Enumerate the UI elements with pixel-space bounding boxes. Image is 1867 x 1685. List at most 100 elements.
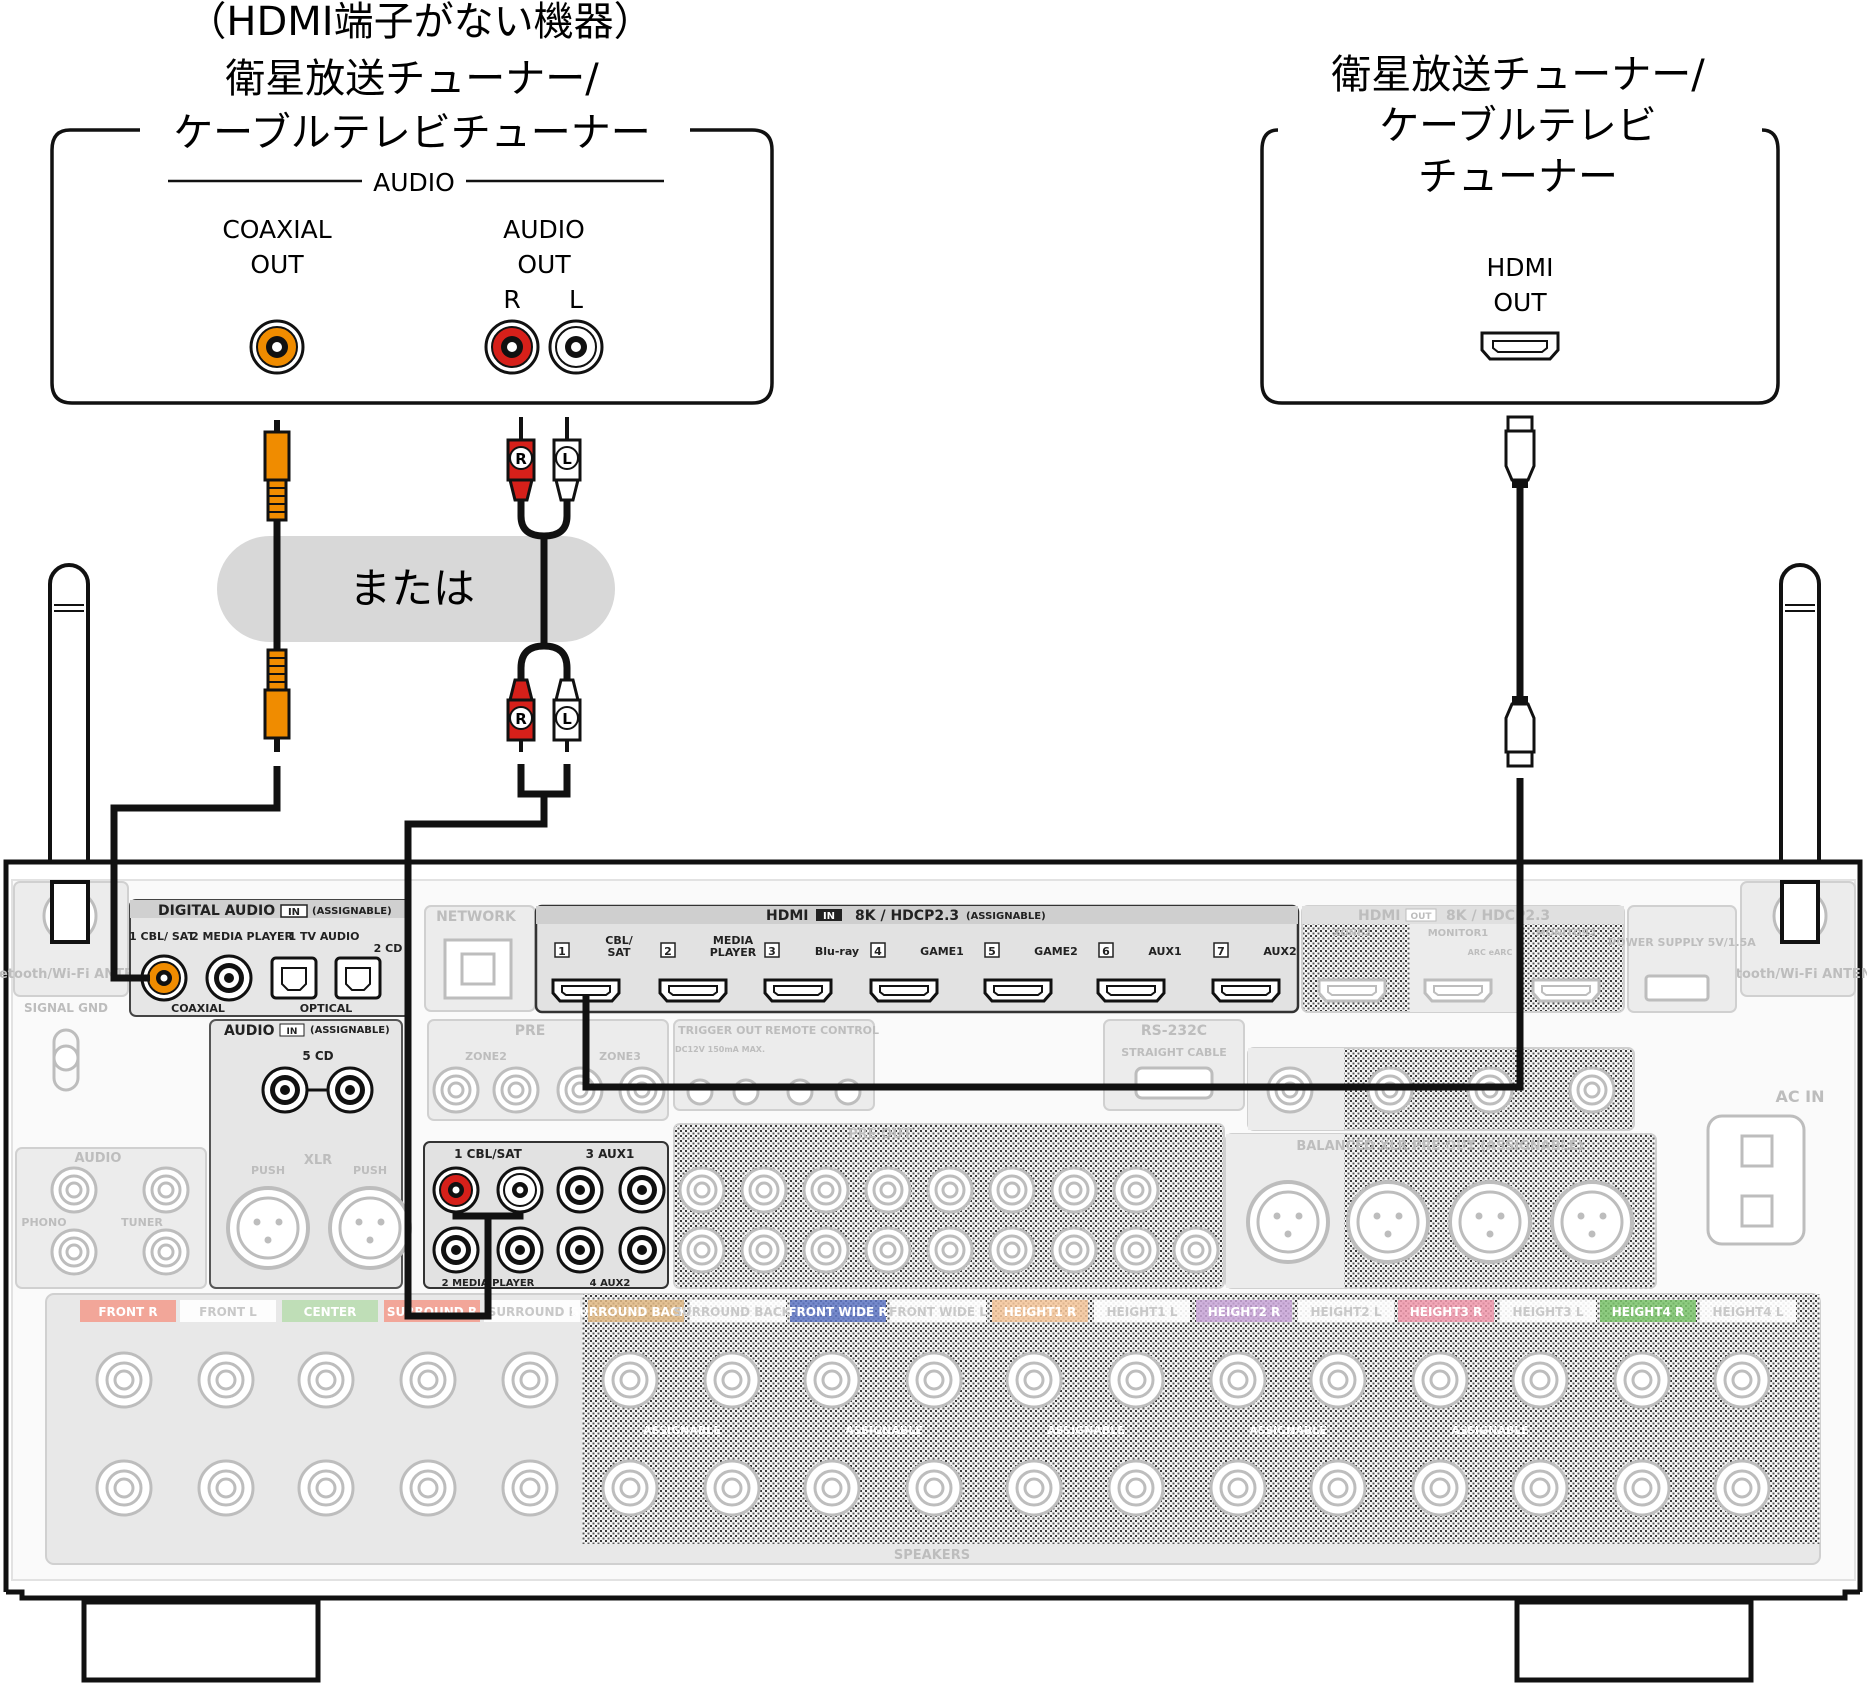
hdmi-out-panel: HDMI OUT 8K / HDCP2.3 ZONE2 MONITOR1 MON… [1301, 905, 1625, 1013]
audio-out-label-1: AUDIO [503, 215, 585, 244]
speaker-label: HEIGHT4 L [1713, 1305, 1784, 1319]
svg-text:R: R [515, 450, 527, 468]
pre-out-jack [1050, 1166, 1098, 1214]
speaker-label: FRONT R [98, 1305, 157, 1319]
speaker-terminal-minus [1713, 1459, 1771, 1517]
svg-text:PUSH: PUSH [353, 1164, 387, 1177]
audio-out-label-2: OUT [517, 250, 571, 279]
right-source-device: 衛星放送チューナー/ ケーブルテレビ チューナー HDMI OUT [1260, 52, 1780, 405]
hdmi-in-label: 6 [1102, 945, 1110, 958]
coaxial-out-label-1: COAXIAL [222, 215, 331, 244]
pre-out-jack [802, 1226, 850, 1274]
speaker-label-bg [790, 1300, 886, 1322]
speaker-label: HEIGHT1 L [1107, 1305, 1178, 1319]
network-port: NETWORK [424, 905, 536, 1012]
trigger-remote-panel: TRIGGER OUT DC12V 150mA MAX. REMOTE CONT… [673, 1019, 879, 1111]
hdmi-in-label: Blu-ray [815, 945, 859, 958]
speaker-terminal-plus [1411, 1351, 1469, 1409]
svg-text:1 TV AUDIO: 1 TV AUDIO [288, 930, 359, 943]
analog-rca-cable: R L R L [404, 417, 582, 1320]
audio-in-3-aux1-r-jack [556, 1166, 604, 1214]
digital-coaxial-2-media-player-jack [205, 954, 253, 1002]
svg-text:SPEAKERS: SPEAKERS [894, 1548, 970, 1563]
speaker-label-bg [1196, 1300, 1292, 1322]
audio-in-5-cd-l-jack [326, 1066, 374, 1114]
speaker-terminal-plus [703, 1351, 761, 1409]
hdmi-in-label: SAT [607, 946, 631, 959]
svg-text:MONITOR2: MONITOR2 [1536, 928, 1597, 939]
svg-text:SIGNAL GND: SIGNAL GND [24, 1001, 108, 1015]
optical-2-cd-port [334, 956, 382, 1000]
hdmi-in-number-box [660, 942, 676, 958]
svg-text:DIGITAL AUDIO: DIGITAL AUDIO [158, 903, 275, 919]
speaker-label-bg [992, 1300, 1088, 1322]
coaxial-out-jack [249, 319, 305, 375]
hdmi-in-number-box [554, 942, 570, 958]
svg-text:OUT: OUT [1410, 912, 1432, 922]
hdmi-in-label: PLAYER [710, 946, 757, 959]
svg-text:ZONE2: ZONE2 [465, 1050, 507, 1063]
svg-text:2 MEDIA PLAYER: 2 MEDIA PLAYER [191, 930, 294, 943]
speaker-terminal-plus [399, 1351, 457, 1409]
speaker-terminal-plus [905, 1351, 963, 1409]
svg-text:IN: IN [288, 907, 300, 918]
svg-text:BALANCED XLR PRE OUT (ASSIGNAB: BALANCED XLR PRE OUT (ASSIGNABLE) [1296, 1139, 1583, 1154]
signal-gnd: SIGNAL GND [24, 1001, 108, 1092]
pre-out-jack [678, 1226, 726, 1274]
speaker-label: HEIGHT2 L [1311, 1305, 1382, 1319]
svg-text:AUDIO: AUDIO [75, 1151, 122, 1166]
svg-text:4 AUX2: 4 AUX2 [590, 1278, 631, 1289]
left-source-device: （HDMI端子がない機器） 衛星放送チューナー/ ケーブルテレビチューナー AU… [50, 0, 774, 405]
audio-in-1-cbl-sat-l-jack [496, 1166, 544, 1214]
svg-text:2 CD: 2 CD [374, 942, 403, 955]
svg-text:HDMI: HDMI [1358, 908, 1400, 924]
pre-out-jack [926, 1166, 974, 1214]
hdmi-in-4-game1-port [869, 978, 939, 1003]
hdmi-in-6-aux1-port [1096, 978, 1166, 1003]
pre-out-jack [926, 1226, 974, 1274]
pre-out-jack [802, 1166, 850, 1214]
speaker-label: HEIGHT4 R [1612, 1305, 1685, 1319]
svg-text:3 AUX1: 3 AUX1 [586, 1147, 635, 1161]
assignable-label: ASSIGNABLE [845, 1424, 923, 1437]
pre-out-jack [740, 1166, 788, 1214]
speaker-terminal-minus [297, 1459, 355, 1517]
hdmi-in-label: 2 [664, 945, 672, 958]
assignable-label: ASSIGNABLE [1249, 1424, 1327, 1437]
speaker-label-bg [690, 1300, 786, 1322]
hdmi-in-label: GAME2 [1034, 945, 1078, 958]
pre-out-jack [1112, 1166, 1160, 1214]
speaker-terminal-minus [1309, 1459, 1367, 1517]
pre-out-jack [864, 1226, 912, 1274]
speaker-label: HEIGHT1 R [1004, 1305, 1077, 1319]
pre-out-jack [864, 1166, 912, 1214]
hdmi-in-7-aux2-port [1211, 978, 1281, 1003]
hdmi-in-label: CBL/ [605, 934, 633, 947]
audio-out-r-jack [484, 319, 540, 375]
speaker-terminal-plus [297, 1351, 355, 1409]
audio-in-1-cbl-sat-r-jack [432, 1166, 480, 1214]
svg-text:POWER SUPPLY 5V/1.5A: POWER SUPPLY 5V/1.5A [1608, 936, 1756, 949]
svg-text:RS-232C: RS-232C [1141, 1023, 1207, 1039]
svg-text:(ASSIGNABLE): (ASSIGNABLE) [312, 906, 392, 917]
audio-out-l-label: L [569, 285, 583, 314]
pre-out-main-panel: PRE OUT [673, 1123, 1225, 1289]
coaxial-out-label-2: OUT [250, 250, 304, 279]
speaker-label-bg [588, 1300, 684, 1322]
balanced-xlr-panel: BALANCED XLR PRE OUT (ASSIGNABLE) [1225, 1133, 1657, 1289]
svg-text:PUSH: PUSH [251, 1164, 285, 1177]
speaker-label-bg [1600, 1300, 1696, 1322]
speaker-label-bg [80, 1300, 176, 1322]
antenna-right-label: Bluetooth/Wi-Fi ANTENNA [1703, 967, 1867, 982]
speaker-label-bg [1094, 1300, 1190, 1322]
hdmi-in-number-box [1098, 942, 1114, 958]
speaker-terminal-plus [1107, 1351, 1165, 1409]
svg-text:HDMI: HDMI [766, 908, 808, 924]
speaker-label: HEIGHT2 R [1208, 1305, 1281, 1319]
speaker-terminal-plus [1713, 1351, 1771, 1409]
audio-out-l-jack [548, 319, 604, 375]
digital-audio-in-panel: DIGITAL AUDIO IN (ASSIGNABLE) 1 CBL/ SAT… [129, 899, 411, 1017]
speaker-terminal-minus [197, 1459, 255, 1517]
